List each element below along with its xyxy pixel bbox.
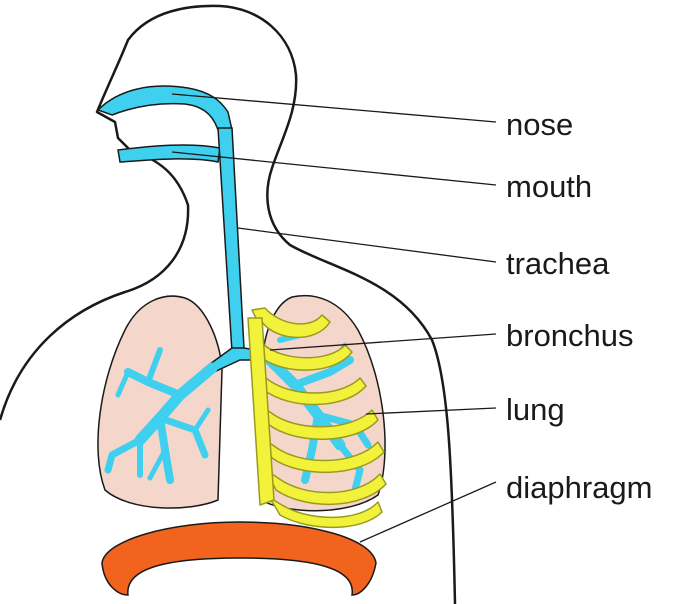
leader-line-lung <box>365 407 497 415</box>
body-outline <box>0 4 457 604</box>
leader-lines <box>171 93 497 543</box>
label-bronchus: bronchus <box>506 318 634 353</box>
leader-line-bronchus <box>269 333 497 351</box>
left-lung <box>97 295 223 509</box>
rib-cage <box>247 307 387 529</box>
oral-passage <box>117 144 221 163</box>
leader-line-nose <box>171 93 497 123</box>
label-nose: nose <box>506 107 574 142</box>
diaphragm <box>101 521 377 596</box>
leader-line-mouth <box>171 151 497 186</box>
leader-line-trachea <box>237 227 497 263</box>
trachea <box>217 127 245 354</box>
leader-line-diaphragm <box>359 481 497 543</box>
label-mouth: mouth <box>506 169 593 204</box>
label-diaphragm: diaphragm <box>506 470 653 505</box>
label-trachea: trachea <box>506 246 610 281</box>
nasal-passage <box>96 85 233 131</box>
left-bronchial-tree <box>104 347 218 484</box>
label-lung: lung <box>506 392 565 427</box>
